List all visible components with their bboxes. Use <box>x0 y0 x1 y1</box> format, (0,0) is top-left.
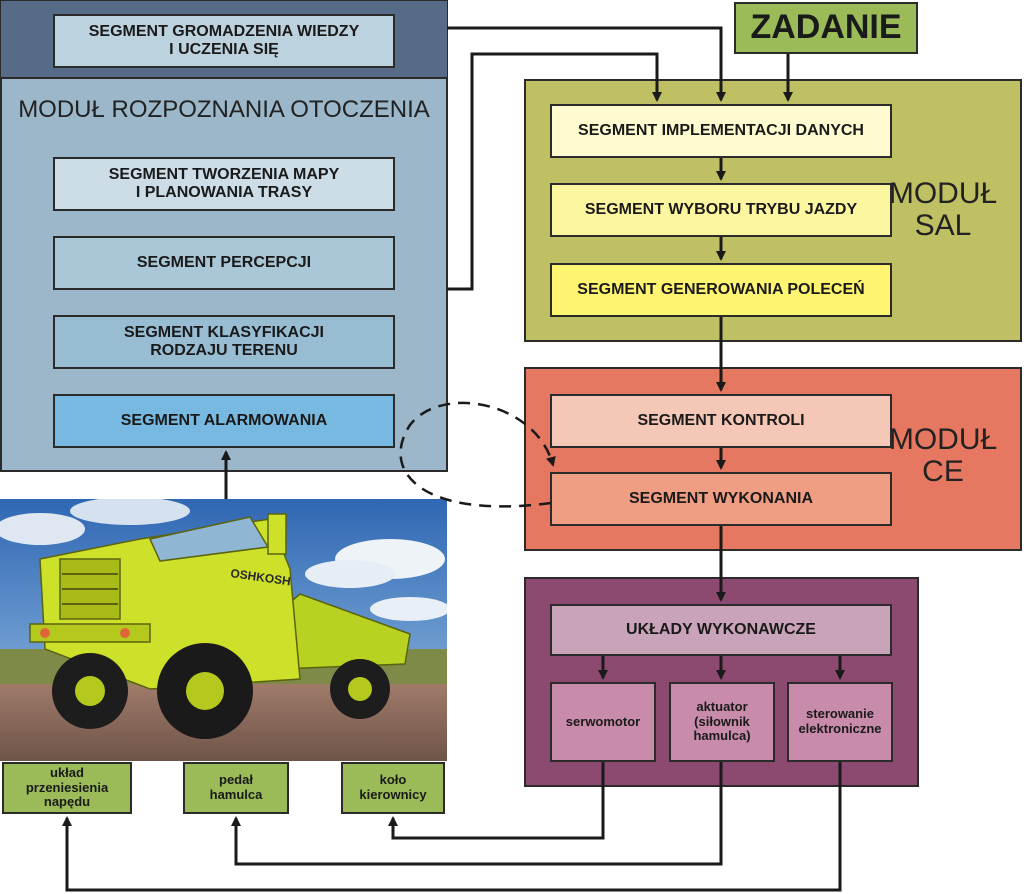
segment-generowania-polecen: SEGMENT GENEROWANIA POLECEŃ <box>550 263 892 317</box>
arrow-percepcji-to-implementacji <box>447 52 662 291</box>
aktuator-box: aktuator (siłownik hamulca) <box>669 682 775 762</box>
arrow-aktuator-to-hamulec <box>231 762 723 866</box>
truck-illustration: OSHKOSH <box>0 499 447 761</box>
segment-klasyfikacji: SEGMENT KLASYFIKACJI RODZAJU TERENU <box>53 315 395 369</box>
segment-wyboru-trybu-jazdy: SEGMENT WYBORU TRYBU JAZDY <box>550 183 892 237</box>
uklad-przeniesienia-napedu-box: układ przeniesienia napędu <box>2 762 132 814</box>
segment-implementacji-danych: SEGMENT IMPLEMENTACJI DANYCH <box>550 104 892 158</box>
module-sal-title: MODUŁ SAL <box>888 177 998 242</box>
module-ce-title: MODUŁ CE <box>888 423 998 488</box>
segment-kontroli: SEGMENT KONTROLI <box>550 394 892 448</box>
segment-percepcji: SEGMENT PERCEPCJI <box>53 236 395 290</box>
kolo-kierownicy-box: koło kierownicy <box>341 762 445 814</box>
sterowanie-box: sterowanie elektroniczne <box>787 682 893 762</box>
pedal-hamulca-box: pedał hamulca <box>183 762 289 814</box>
module-rozpoznania-title: MODUŁ ROZPOZNANIA OTOCZENIA <box>18 96 430 123</box>
segment-gromadzenia-wiedzy: SEGMENT GROMADZENIA WIEDZY I UCZENIA SIĘ <box>53 14 395 68</box>
uklady-wykonawcze-header: UKŁADY WYKONAWCZE <box>550 604 892 656</box>
dashed-feedback-loop <box>399 401 556 508</box>
segment-wykonania: SEGMENT WYKONANIA <box>550 472 892 526</box>
segment-tworzenia-mapy: SEGMENT TWORZENIA MAPY I PLANOWANIA TRAS… <box>53 157 395 211</box>
task-box: ZADANIE <box>734 2 918 54</box>
truck-photo: OSHKOSH <box>0 499 447 761</box>
segment-alarmowania: SEGMENT ALARMOWANIA <box>53 394 395 448</box>
arrow-wiedzy-to-implementacji <box>447 26 726 102</box>
arrow-serwomotor-to-kierownica <box>388 762 605 840</box>
serwomotor-box: serwomotor <box>550 682 656 762</box>
arrow-sterowanie-to-naped <box>62 762 842 892</box>
